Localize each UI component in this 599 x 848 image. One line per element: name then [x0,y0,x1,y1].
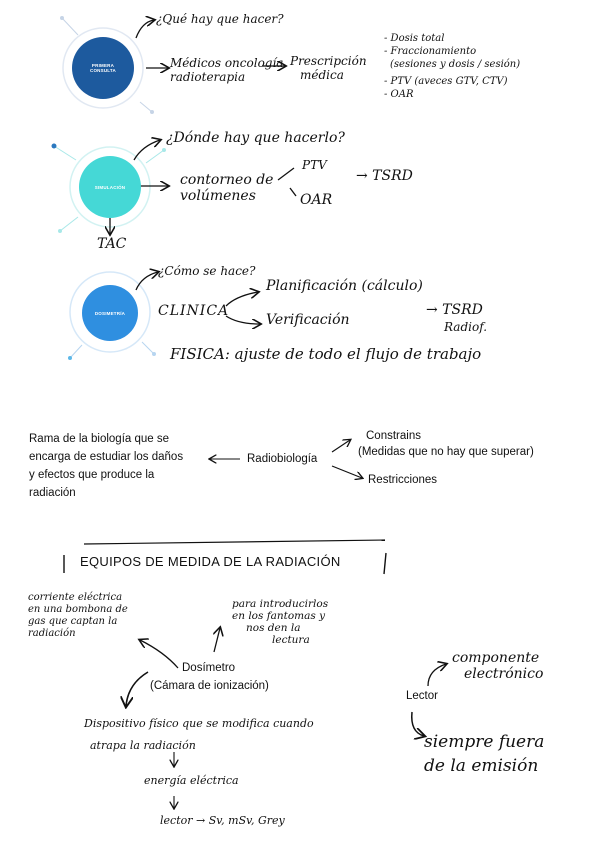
componente-block: componente electrónico [452,650,543,682]
note-right-line-2: en los fantomas y [232,610,326,622]
energia-label: energía eléctrica [144,774,239,787]
item-dosis: - Dosis total [384,33,445,44]
contouring-line-1: contorneo de [180,172,274,188]
circle-ring-1 [60,16,154,114]
note-right: para introducirlos en los fantomas y nos… [232,598,328,646]
restricciones-label: Restricciones [368,474,438,486]
circle-label-consulta: CONSULTA [90,68,116,73]
note-left-line-2: en una bombona de [28,604,128,615]
lector-chain: lector → Sv, mSv, Grey [160,814,285,827]
note-left-line-1: corriente eléctrica [28,592,123,603]
circle-dosimetria: DOSIMETRÍA [82,285,138,341]
siempre-block: siempre fuera de la emisión [424,730,544,778]
item-oar: - OAR [384,89,414,100]
prescription-line-1: Prescripción [290,54,367,68]
dispositivo-block: Dispositivo físico que se modifica cuand… [84,716,314,754]
componente-line-2: electrónico [464,666,544,682]
dispositivo-line-1: Dispositivo físico que se modifica cuand… [84,717,314,730]
oar-label: OAR [300,192,333,208]
definition-line-1: Rama de la biología que se [29,433,170,445]
note-left-line-3: gas que captan la [28,616,118,627]
tsrd-label-2: → TSRD [426,302,483,318]
circle-label-dosimetria: DOSIMETRÍA [94,310,126,316]
note-left-line-4: radiación [28,628,76,639]
fisica-label: FISICA: ajuste de todo el flujo de traba… [170,345,482,363]
item-ptv: - PTV (aveces GTV, CTV) [384,76,508,87]
tsrd-label-1: → TSRD [356,168,413,184]
radiof-label: Radiof. [444,320,488,334]
who-block: Médicos oncología radioterapia [170,56,283,84]
dispositivo-line-2: atrapa la radiación [90,739,196,752]
radiobiology-center: Radiobiología [247,453,318,465]
definition-line-2: encarga de estudiar los daños [29,451,184,463]
circle-label-simulacion: SIMULACIÓN [94,184,126,190]
circle-simulacion: SIMULACIÓN [79,156,141,218]
item-sesiones: (sesiones y dosis / sesión) [390,59,521,70]
definition-line-3: y efectos que produce la [29,469,155,481]
ptv-label: PTV [302,158,327,172]
question-como: ¿Cómo se hace? [158,264,256,278]
circle-ring-3 [68,271,156,360]
constrains-label: Constrains [366,430,421,442]
prescription-block: Prescripción médica [290,54,367,82]
dosimetro-label: Dosímetro [182,662,236,674]
prescription-items: - Dosis total - Fraccionamiento (sesione… [384,32,520,101]
note-left: corriente eléctrica en una bombona de ga… [28,592,128,640]
contouring-block: contorneo de volúmenes [180,172,273,204]
clinica-label: CLINICA [158,303,230,319]
note-right-line-3: nos den la [246,622,301,634]
lector-label: Lector [406,690,438,702]
who-line-1: Médicos oncología [170,56,284,70]
tac-label: TAC [97,236,127,252]
radiobiology-definition: Rama de la biología que se encarga de es… [29,430,183,502]
siempre-line-2: de la emisión [424,756,539,776]
question-donde: ¿Dónde hay que hacerlo? [166,130,345,146]
camara-label: (Cámara de ionización) [150,680,269,692]
circle-label-primera: PRIMERA [91,63,115,68]
circle-primera-consulta: PRIMERA CONSULTA [72,37,134,99]
siempre-line-1: siempre fuera [424,732,545,752]
prescription-line-2: médica [300,68,344,82]
who-line-2: radioterapia [170,70,246,84]
question-que: ¿Qué hay que hacer? [156,12,284,26]
definition-line-4: radiación [29,487,76,499]
item-fracc: - Fraccionamiento [384,46,477,57]
planning-label: Planificación (cálculo) [266,278,423,294]
constrains-note: (Medidas que no hay que superar) [358,446,534,458]
note-right-line-4: lectura [272,634,310,646]
note-right-line-1: para introducirlos [232,598,329,610]
contouring-line-2: volúmenes [180,188,256,204]
componente-line-1: componente [452,650,540,666]
verification-label: Verificación [266,312,350,328]
equipos-title: EQUIPOS DE MEDIDA DE LA RADIACIÓN [80,554,341,569]
